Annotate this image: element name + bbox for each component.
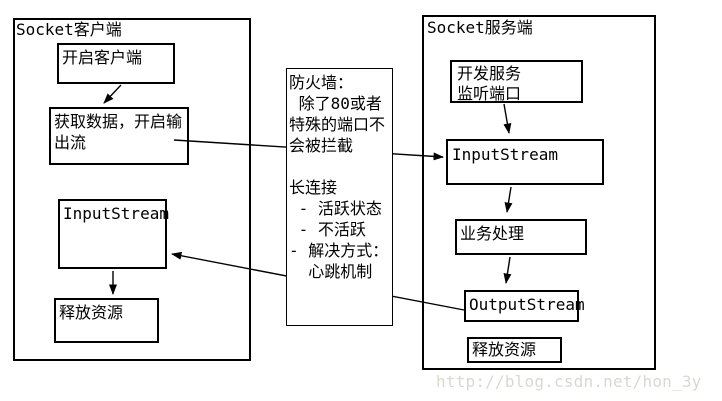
client-getdata-box: 获取数据，开启输 出流 xyxy=(49,107,189,165)
client-container: Socket客户端 xyxy=(13,18,251,361)
client-inputstream-box: InputStream xyxy=(58,199,169,269)
client-release-box: 释放资源 xyxy=(54,298,159,343)
server-develop-box: 开发服务 监听端口 xyxy=(450,60,583,103)
client-title: Socket客户端 xyxy=(16,20,122,39)
arrow-business-to-outputstream xyxy=(503,256,512,284)
arrow-develop-to-inputstream xyxy=(503,103,512,134)
arrow-open-to-getdata xyxy=(103,84,122,104)
server-outputstream-box: OutputStream xyxy=(464,290,585,322)
server-release-box: 释放资源 xyxy=(467,337,562,363)
firewall-note-box: 防火墙： 除了80或者 特殊的端口不 会被拦截 长连接 - 活跃状态 - 不活跃… xyxy=(286,68,393,326)
server-inputstream-box: InputStream xyxy=(446,139,604,185)
server-title: Socket服务端 xyxy=(427,18,533,37)
client-open-box: 开启客户端 xyxy=(57,43,175,84)
arrow-inputstream-to-business xyxy=(504,186,513,213)
server-container: Socket服务端 xyxy=(422,15,656,370)
server-business-box: 业务处理 xyxy=(455,219,587,255)
watermark-text: http://blog.csdn.net/hon_3y xyxy=(436,372,702,391)
